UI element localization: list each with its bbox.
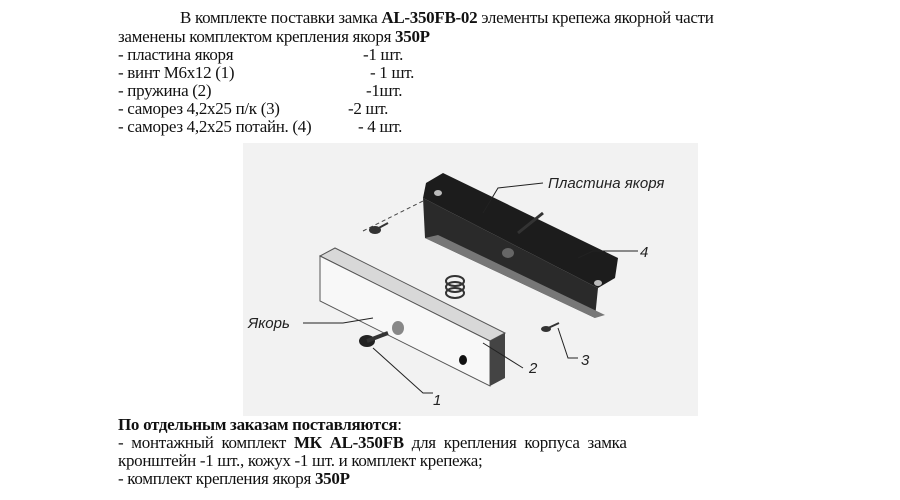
list-item: - винт М6х12 (1) - 1 шт. (118, 63, 414, 82)
item-name: - пружина (2) (118, 81, 212, 100)
item-qty: - 4 шт. (358, 117, 403, 136)
kit-name: 350P (314, 469, 350, 488)
callout-4: 4 (640, 244, 648, 261)
anchor-block (318, 247, 507, 387)
heading-colon: : (397, 415, 402, 434)
kit-name: 350P (395, 27, 430, 46)
label-anchor-plate: Пластина якоря (548, 175, 664, 192)
intro-line-2: заменены комплектом крепления якоря 350P (118, 28, 430, 46)
bolt-icon (359, 331, 389, 347)
assembly-drawing: Пластина якоря Якорь 1 2 3 4 (243, 143, 698, 416)
item-name: - винт М6х12 (1) (118, 63, 235, 82)
text: - монтажный комплект (118, 433, 294, 452)
list-item: - пружина (2) -1шт. (118, 81, 402, 100)
intro-text: В комплекте поставки замка (180, 8, 382, 27)
anchor-plate (423, 173, 618, 318)
label-anchor: Якорь (247, 315, 290, 332)
item-qty: -2 шт. (348, 99, 389, 118)
separate-line-1: - монтажный комплект МК AL-350FB для кре… (118, 434, 627, 452)
item-name: - пластина якоря (118, 45, 234, 64)
separate-line-2: кронштейн -1 шт., кожух -1 шт. и комплек… (118, 451, 483, 470)
kit-model: МК AL-350FB (293, 433, 404, 452)
callout-1: 1 (433, 392, 441, 409)
item-name: - саморез 4,2х25 потайн. (4) (118, 117, 312, 136)
item-qty: -1шт. (366, 81, 403, 100)
item-qty: -1 шт. (363, 45, 404, 64)
screw-icon (541, 322, 560, 332)
intro-text: заменены комплектом крепления якоря (118, 27, 396, 46)
text: - комплект крепления якоря (118, 469, 315, 488)
item-name: - саморез 4,2х25 п/к (3) (118, 99, 280, 118)
intro-line-1: В комплекте поставки замка AL-350FB-02 э… (180, 9, 714, 27)
item-qty: - 1 шт. (370, 63, 415, 82)
separate-line-3: - комплект крепления якоря 350P (118, 470, 350, 488)
list-item: - саморез 4,2х25 п/к (3) -2 шт. (118, 99, 388, 118)
callout-2: 2 (528, 360, 538, 377)
callout-3: 3 (581, 352, 590, 369)
spring-icon (445, 275, 465, 299)
text: для крепления корпуса замка (403, 433, 627, 452)
intro-text: элементы крепежа якорной части (477, 8, 714, 27)
list-item: - саморез 4,2х25 потайн. (4) - 4 шт. (118, 117, 402, 136)
lock-model: AL-350FB-02 (381, 8, 478, 27)
heading-text: По отдельным заказам поставляются (118, 415, 398, 434)
list-item: - пластина якоря -1 шт. (118, 45, 403, 64)
screw-icon (362, 200, 424, 234)
separate-heading: По отдельным заказам поставляются: (118, 416, 402, 434)
